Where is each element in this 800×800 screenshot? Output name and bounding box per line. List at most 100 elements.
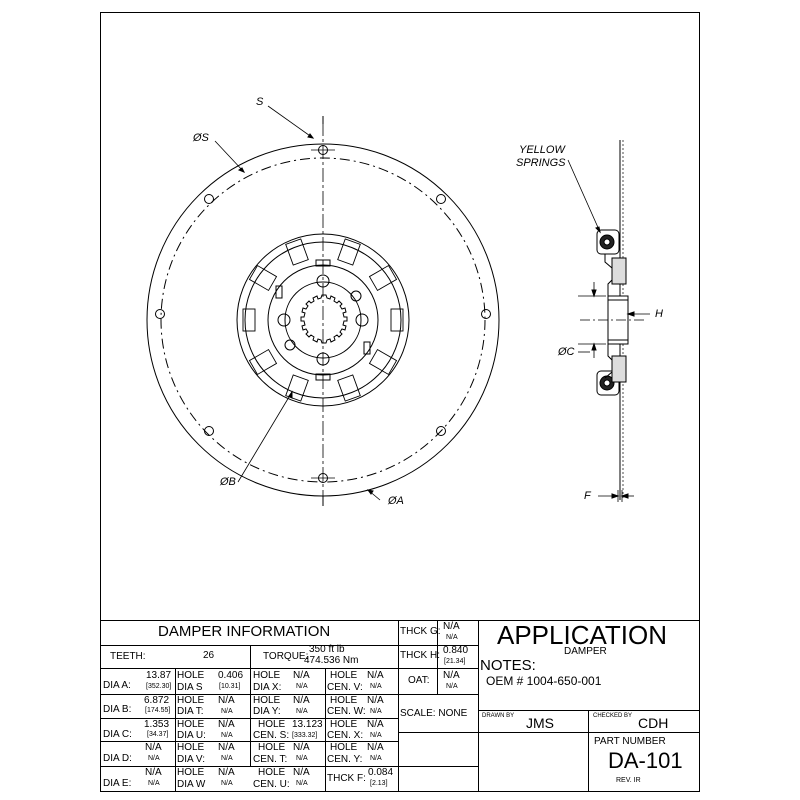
dia-c-label: DIA C: xyxy=(103,729,132,740)
oat-mm: N/A xyxy=(446,683,458,690)
checked-by-label: CHECKED BY xyxy=(593,713,633,719)
dia-b-label: DIA B: xyxy=(103,704,132,715)
hole-u-mm: N/A xyxy=(221,732,233,739)
application-sub: DAMPER xyxy=(564,646,607,657)
cen-v-mm: N/A xyxy=(370,683,382,690)
hole-y-value: N/A xyxy=(293,695,310,706)
leader-dia-s xyxy=(214,140,245,173)
oat-value: N/A xyxy=(443,670,460,681)
torque-value: 350 ft lb xyxy=(309,644,345,655)
part-number-value: DA-101 xyxy=(608,748,683,773)
callout-dia-b: ØB xyxy=(220,476,236,488)
cen-u-label1: HOLE xyxy=(258,767,286,778)
hole-v-value: N/A xyxy=(218,742,235,753)
hole-y-label2: DIA Y: xyxy=(253,706,281,717)
hole-t-value: N/A xyxy=(218,695,235,706)
cen-w-mm: N/A xyxy=(370,708,382,715)
cen-v-label1: HOLE xyxy=(330,670,358,681)
notes-text: OEM # 1004-650-001 xyxy=(486,674,602,688)
hole-w-value: N/A xyxy=(218,767,235,778)
cen-t-label2: CEN. T: xyxy=(253,754,288,765)
dia-a-label: DIA A: xyxy=(103,680,131,691)
cen-t-value: N/A xyxy=(293,742,310,753)
cen-w-label1: HOLE xyxy=(330,695,358,706)
cen-t-mm: N/A xyxy=(296,755,308,762)
dia-e-value: N/A xyxy=(145,767,162,778)
dia-e-label: DIA E: xyxy=(103,778,132,789)
dia-c-mm: [34.37] xyxy=(147,731,169,738)
cen-s-label2: CEN. S: xyxy=(253,730,290,741)
dia-d-value: N/A xyxy=(145,742,162,753)
cen-x-label2: CEN. X: xyxy=(327,730,364,741)
hole-y-mm: N/A xyxy=(296,708,308,715)
cen-t-label1: HOLE xyxy=(258,742,286,753)
dia-a-mm: [352.30] xyxy=(146,683,172,690)
hole-x-label2: DIA X: xyxy=(253,682,282,693)
cen-y-value: N/A xyxy=(367,742,384,753)
callout-h: H xyxy=(655,308,663,320)
damper-information-header: DAMPER INFORMATION xyxy=(158,623,331,640)
thck-h-value: 0.840 xyxy=(443,645,469,656)
side-view xyxy=(567,140,650,502)
cen-y-label1: HOLE xyxy=(330,742,358,753)
cen-v-label2: CEN. V: xyxy=(327,682,363,693)
hole-w-label1: HOLE xyxy=(177,767,205,778)
hole-s-label1: HOLE xyxy=(177,670,205,681)
hole-s-value: 0.406 xyxy=(218,670,244,681)
spline xyxy=(300,294,348,344)
rev-label: REV. IR xyxy=(616,777,641,784)
cen-w-label2: CEN. W: xyxy=(327,706,366,717)
callout-dia-a: ØA xyxy=(388,495,404,507)
cen-s-value: 13.123 xyxy=(292,719,323,730)
thck-h-label: THCK H: xyxy=(400,650,440,661)
hole-t-label1: HOLE xyxy=(177,695,205,706)
thck-g-mm: N/A xyxy=(446,634,458,641)
drawn-by-label: DRAWN BY xyxy=(482,713,515,719)
thck-f-value: 0.084 xyxy=(368,767,394,778)
checked-by-value: CDH xyxy=(638,715,669,731)
front-view xyxy=(146,105,500,506)
callout-s: S xyxy=(256,96,264,108)
cen-u-mm: N/A xyxy=(296,780,308,787)
thck-f-label: THCK F: xyxy=(327,773,366,784)
torque-label: TORQUE: xyxy=(263,651,309,662)
cen-w-value: N/A xyxy=(367,695,384,706)
leader-s xyxy=(267,105,314,139)
hole-u-label1: HOLE xyxy=(177,719,205,730)
sheet-border xyxy=(100,12,700,792)
notes-label: NOTES: xyxy=(480,657,536,674)
cen-u-value: N/A xyxy=(293,767,310,778)
callout-dia-s: ØS xyxy=(193,132,209,144)
leader-dia-b xyxy=(237,391,293,483)
cen-x-mm: N/A xyxy=(370,732,382,739)
callout-yellow: YELLOW xyxy=(519,144,565,156)
part-number-label: PART NUMBER xyxy=(594,736,666,747)
dia-e-mm: N/A xyxy=(148,780,160,787)
oat-label: OAT: xyxy=(408,675,430,686)
thck-g-value: N/A xyxy=(443,621,460,632)
cen-y-mm: N/A xyxy=(370,755,382,762)
hole-v-mm: N/A xyxy=(221,755,233,762)
hole-x-label1: HOLE xyxy=(253,670,281,681)
hole-s-label2: DIA S xyxy=(177,682,203,693)
cen-x-value: N/A xyxy=(367,719,384,730)
hole-x-mm: N/A xyxy=(296,683,308,690)
hole-x-value: N/A xyxy=(293,670,310,681)
dia-b-mm: [174.55] xyxy=(145,707,171,714)
scale-label: SCALE: NONE xyxy=(400,708,468,719)
cen-x-label1: HOLE xyxy=(330,719,358,730)
drawn-by-value: JMS xyxy=(526,715,554,731)
cen-s-mm: [333.32] xyxy=(292,732,318,739)
hole-w-label2: DIA W xyxy=(177,779,206,790)
spring-windows xyxy=(242,238,404,402)
teeth-label: TEETH: xyxy=(110,651,146,662)
dia-d-mm: N/A xyxy=(148,755,160,762)
application-title: APPLICATION xyxy=(497,620,668,650)
hole-u-value: N/A xyxy=(218,719,235,730)
dia-d-label: DIA D: xyxy=(103,753,132,764)
cen-s-label1: HOLE xyxy=(258,719,286,730)
dia-c-value: 1.353 xyxy=(144,719,170,730)
cen-u-label2: CEN. U: xyxy=(253,779,290,790)
hole-v-label2: DIA V: xyxy=(177,754,205,765)
